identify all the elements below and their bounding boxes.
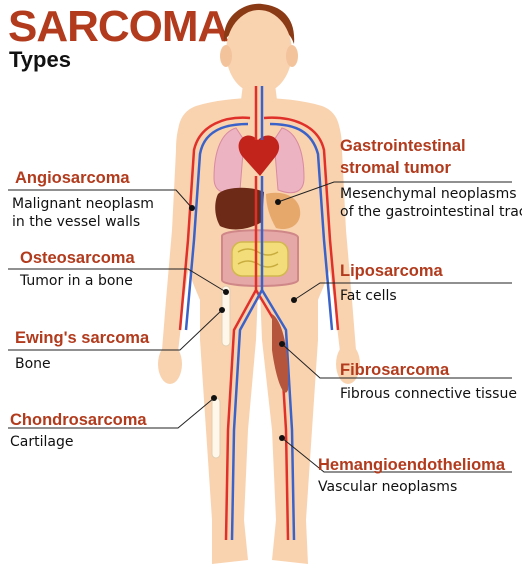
label-hemangioendothelioma: Hemangioendothelioma <box>318 455 505 475</box>
label-angiosarcoma: Angiosarcoma <box>15 168 130 188</box>
desc-gist-line2: of the gastrointestinal tract <box>340 203 522 222</box>
desc-fibrosarcoma: Fibrous connective tissue <box>340 385 517 404</box>
label-fibrosarcoma: Fibrosarcoma <box>340 360 449 380</box>
desc-liposarcoma: Fat cells <box>340 287 397 306</box>
head <box>226 10 292 94</box>
label-gist-line1: Gastrointestinal <box>340 136 466 156</box>
leg-right <box>260 292 318 564</box>
desc-ewings-sarcoma: Bone <box>15 355 51 374</box>
small-intestine <box>232 242 288 276</box>
label-chondrosarcoma: Chondrosarcoma <box>10 410 147 430</box>
bone-tibia <box>212 398 220 458</box>
label-gist-line2: stromal tumor <box>340 158 451 178</box>
desc-angiosarcoma-line1: Malignant neoplasm <box>12 195 154 214</box>
desc-angiosarcoma-line2: in the vessel walls <box>12 213 140 232</box>
ear-left <box>220 45 232 67</box>
label-ewings-sarcoma: Ewing's sarcoma <box>15 328 149 348</box>
desc-chondrosarcoma: Cartilage <box>10 433 73 452</box>
label-osteosarcoma: Osteosarcoma <box>20 248 135 268</box>
desc-osteosarcoma: Tumor in a bone <box>20 272 133 291</box>
ear-right <box>286 45 298 67</box>
desc-gist-line1: Mesenchymal neoplasms <box>340 185 517 204</box>
label-liposarcoma: Liposarcoma <box>340 261 443 281</box>
desc-hemangioendothelioma: Vascular neoplasms <box>318 478 457 497</box>
